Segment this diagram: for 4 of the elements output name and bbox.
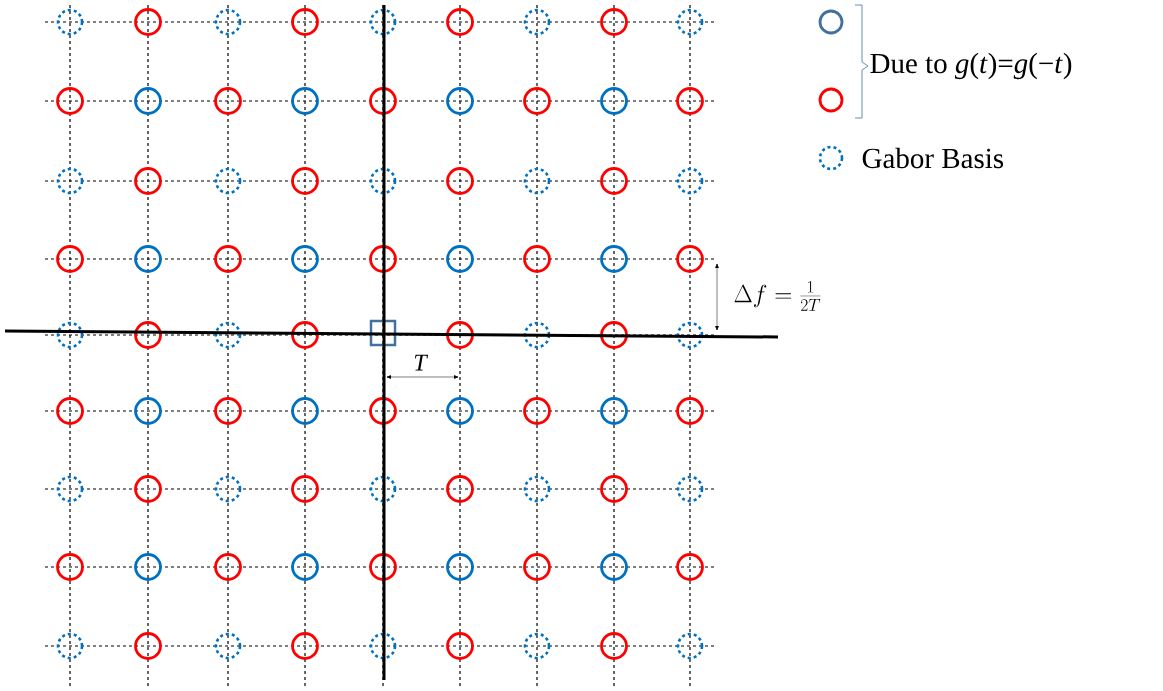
formula-label: $\Delta f=\frac{1}{2T}$	[734, 280, 821, 311]
legend-label: Due to g(t)=g(−t)	[870, 52, 1072, 80]
legend-label: Gabor Basis	[862, 147, 1004, 169]
dimension-label: T	[414, 354, 429, 371]
